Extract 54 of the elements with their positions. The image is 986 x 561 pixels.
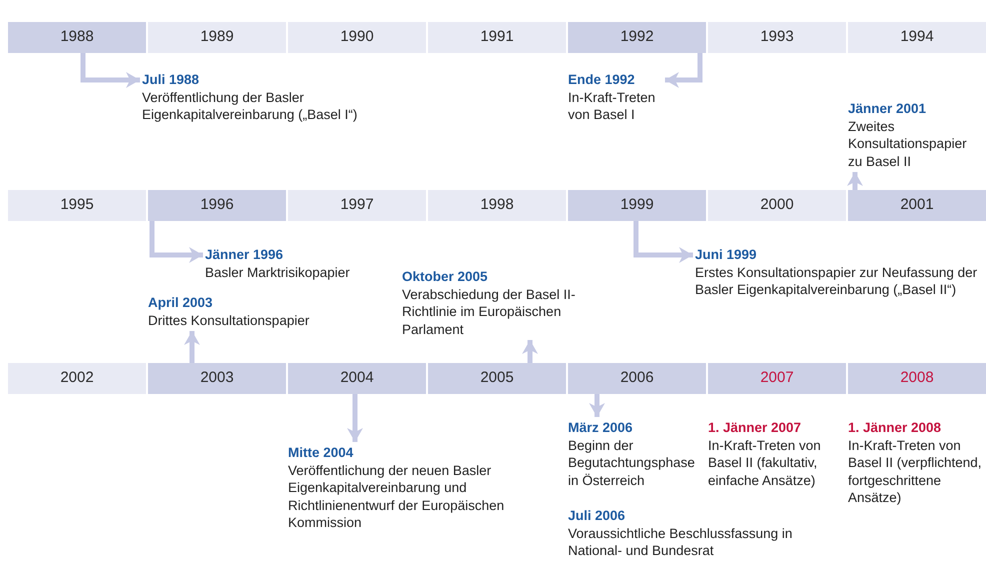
event-description: Veröffentlichung der neuen Basler Eigenkapitalvereinbarung und Richtlinienentwurf der Europäischen Kommission (288, 462, 506, 532)
event-date: Juli 1988 (142, 71, 200, 88)
year-cell: 2001 (848, 190, 986, 221)
event-date: Oktober 2005 (402, 268, 489, 286)
year-cell: 1991 (428, 22, 566, 53)
event-description: Beginn der Begutachtungsphase in Österreich (568, 436, 696, 489)
event-date: Ende 1992 (568, 71, 636, 88)
event-date: März 2006 (568, 419, 634, 436)
year-cell: 2007 (708, 363, 846, 394)
year-cell: 1988 (8, 22, 146, 53)
event-description: Veröffentlichung der Basler Eigenkapitalvereinbarung („Basel I“) (142, 88, 358, 124)
year-cell: 1989 (148, 22, 286, 53)
year-cell: 1990 (288, 22, 426, 53)
year-cell: 1999 (568, 190, 706, 221)
event-description: Verabschiedung der Basel II-Richtlinie im Europäischen Parlament (402, 286, 576, 338)
year-cell: 2006 (568, 363, 706, 394)
year-cell: 1998 (428, 190, 566, 221)
event-description: Basler Marktrisikopapier (205, 264, 351, 281)
arrow (184, 331, 200, 363)
arrow (347, 394, 363, 442)
event-description: Drittes Konsultationspapier (148, 312, 310, 329)
arrow (80, 53, 140, 88)
year-cell: 1994 (848, 22, 986, 53)
event-date: Juli 2006 (568, 507, 626, 524)
arrow (847, 172, 863, 190)
arrow (150, 221, 203, 263)
year-cell: 2002 (8, 363, 146, 394)
year-cell: 2003 (148, 363, 286, 394)
event-date: Juni 1999 (695, 246, 758, 264)
year-cell: 2004 (288, 363, 426, 394)
event-date: Jänner 2001 (848, 100, 928, 118)
event-description: Erstes Konsultationspapier zur Neufassung der Basler Eigenkapitalvereinbarung („Basel II“) (695, 264, 978, 298)
year-cell: 1992 (568, 22, 706, 53)
event-date: Jänner 1996 (205, 246, 284, 264)
event-date: Mitte 2004 (288, 444, 354, 462)
year-cell: 2000 (708, 190, 846, 221)
event-date: 1. Jänner 2008 (848, 419, 942, 436)
arrow (634, 221, 693, 263)
year-cell: 1993 (708, 22, 846, 53)
event-description: In-Kraft-Treten von Basel II (verpflichtend, fortgeschrittene Ansätze) (848, 436, 983, 506)
event-description: In-Kraft-Treten von Basel I (568, 88, 656, 124)
event-description: Voraussichtliche Beschlussfassung in National- und Bundesrat (568, 524, 794, 560)
event-description: Zweites Konsultationspapier zu Basel II (848, 118, 968, 170)
year-cell: 1995 (8, 190, 146, 221)
event-description: In-Kraft-Treten von Basel II (fakultativ, einfache Ansätze) (708, 436, 822, 489)
year-cell: 2005 (428, 363, 566, 394)
arrow (665, 53, 702, 88)
year-cell: 2008 (848, 363, 986, 394)
event-date: April 2003 (148, 294, 214, 312)
year-cell: 1996 (148, 190, 286, 221)
event-date: 1. Jänner 2007 (708, 419, 802, 436)
arrow (522, 340, 538, 363)
year-cell: 1997 (288, 190, 426, 221)
arrow (589, 394, 605, 417)
